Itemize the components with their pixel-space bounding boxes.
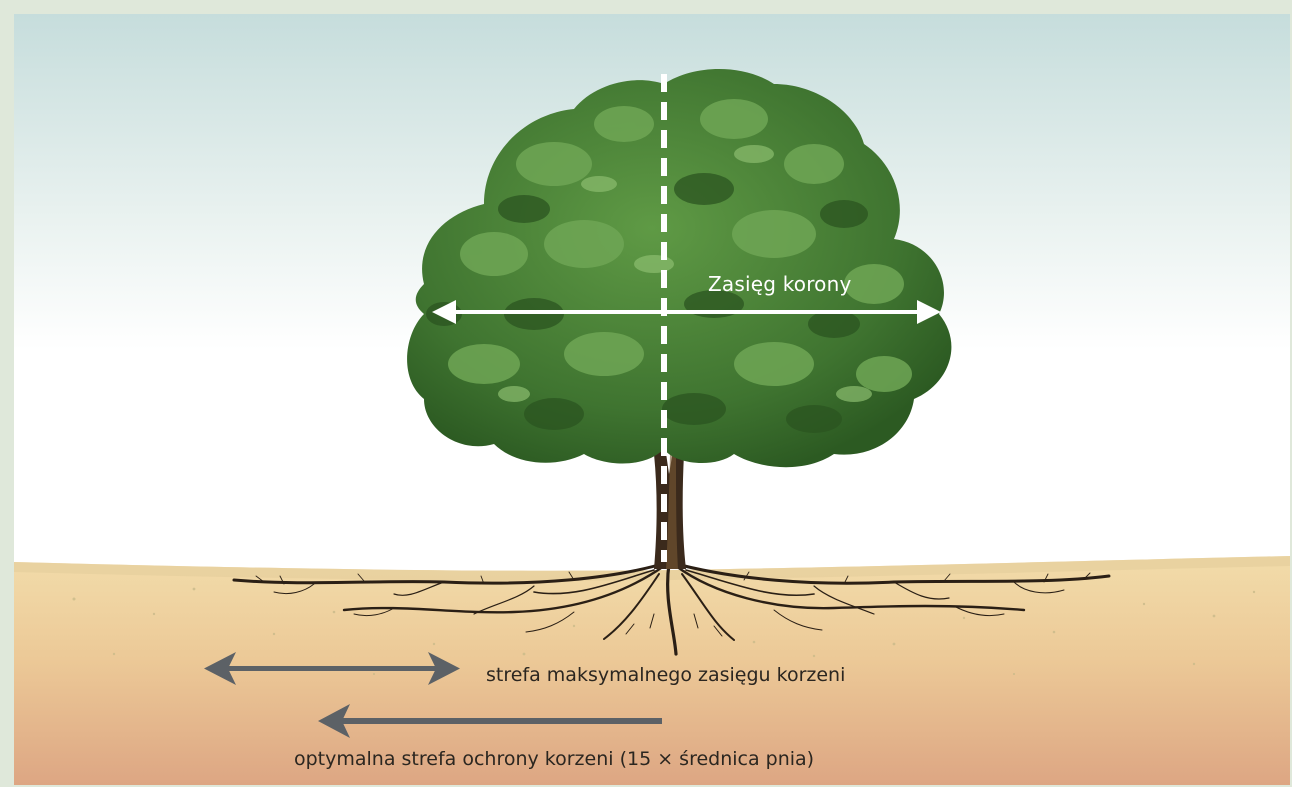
max-root-zone-label: strefa maksymalnego zasięgu korzeni [486, 664, 845, 686]
crown-spread-label: Zasięg korony [708, 272, 852, 296]
tree-root-zone-diagram: Zasięg korony strefa maksymalnego zasięg… [14, 14, 1290, 785]
optimal-root-protection-label: optymalna strefa ochrony korzeni (15 × ś… [294, 748, 814, 770]
